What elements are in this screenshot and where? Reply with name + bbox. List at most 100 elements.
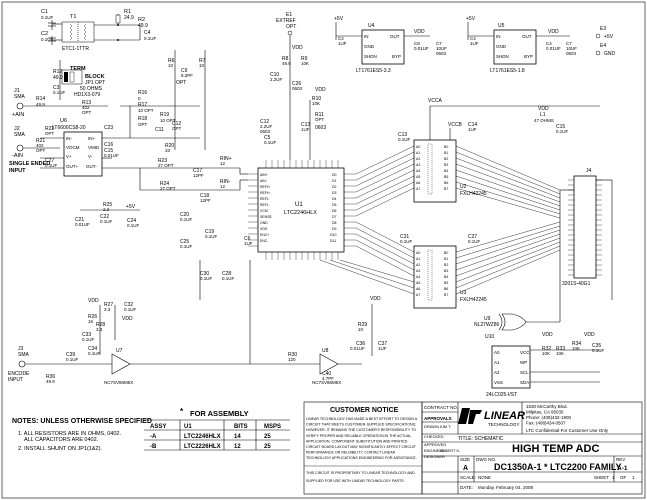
svg-text:R30: R30	[288, 352, 297, 358]
svg-text:C7: C7	[566, 41, 572, 46]
svg-text:R33: R33	[556, 346, 565, 352]
svg-text:VSS: VSS	[494, 380, 503, 385]
svg-text:0.1UF: 0.1UF	[592, 348, 605, 353]
svg-text:C19: C19	[205, 229, 214, 235]
svg-text:0.01UF: 0.01UF	[75, 222, 90, 227]
svg-text:NL27WZ86: NL27WZ86	[474, 322, 500, 328]
svg-text:R20: R20	[165, 143, 174, 149]
svg-text:2.2UF: 2.2UF	[260, 124, 273, 129]
svg-text:C7: C7	[436, 41, 442, 46]
svg-text:SMA: SMA	[14, 132, 26, 138]
svg-text:GND: GND	[260, 221, 268, 225]
svg-text:0.1UF: 0.1UF	[200, 276, 213, 281]
svg-text:0603: 0603	[566, 51, 577, 56]
svg-text:VDD: VDD	[292, 45, 303, 51]
svg-text:NC7SV86M5X: NC7SV86M5X	[104, 380, 133, 385]
svg-text:VDD: VDD	[538, 106, 549, 112]
svg-text:C4: C4	[338, 36, 344, 41]
svg-text:10K: 10K	[312, 101, 320, 106]
svg-text:49.9: 49.9	[46, 379, 55, 384]
svg-text:C39: C39	[66, 352, 75, 358]
svg-text:A0: A0	[416, 145, 420, 149]
svg-text:D4: D4	[332, 197, 337, 201]
confidential-text: LTC Confidential-For Customer Use Only	[526, 428, 609, 433]
svg-text:C33: C33	[82, 332, 91, 338]
svg-text:D11: D11	[330, 239, 336, 243]
svg-text:JP1 OPT: JP1 OPT	[85, 80, 105, 86]
svg-text:12PF: 12PF	[193, 173, 204, 178]
dwg-label: DWG NO.	[476, 457, 496, 462]
svg-text:U10: U10	[485, 334, 494, 340]
svg-text:C34: C34	[88, 346, 97, 352]
svg-text:0.1UF: 0.1UF	[222, 276, 235, 281]
svg-text:0.01UF: 0.01UF	[414, 46, 429, 51]
assembly-header: MSPS	[264, 424, 281, 430]
svg-text:C20: C20	[180, 212, 189, 218]
rev-value: A-1	[617, 465, 628, 472]
svg-text:AIN-: AIN-	[260, 179, 268, 183]
svg-text:ENCODE: ENCODE	[8, 371, 30, 377]
svg-text:SHDN: SHDN	[496, 54, 509, 59]
svg-text:C10: C10	[270, 72, 279, 78]
title-block: CONTRACT NO. APPROVALS DRAWN KIM T. CHEC…	[421, 401, 643, 495]
svg-text:OPT: OPT	[45, 131, 55, 136]
sheet-label: SHEET	[594, 475, 609, 480]
svg-text:C17: C17	[193, 168, 202, 174]
svg-text:0.1UF: 0.1UF	[41, 37, 54, 42]
date-value: Monday, February 04, 2008	[478, 485, 533, 490]
svg-text:LT1761ES5-1.8: LT1761ES5-1.8	[490, 68, 525, 74]
encode-section: VDD R26 1K R27 3.3 C32 0.1UF R28 3.3 C33…	[8, 260, 387, 385]
svg-text:49.9: 49.9	[36, 102, 45, 107]
svg-text:24LC025-I/ST: 24LC025-I/ST	[486, 392, 517, 398]
svg-text:1UF: 1UF	[378, 346, 387, 351]
svg-text:A0: A0	[416, 251, 420, 255]
svg-text:A3: A3	[416, 163, 420, 167]
svg-text:A1: A1	[494, 360, 500, 365]
svg-text:33: 33	[165, 148, 171, 153]
svg-text:B0: B0	[444, 145, 448, 149]
svg-text:10: 10	[199, 63, 205, 68]
svg-text:0.1UF: 0.1UF	[124, 307, 137, 312]
svg-text:+5V: +5V	[604, 34, 614, 40]
cap-value: 0.1UF	[41, 15, 54, 20]
notice-title: CUSTOMER NOTICE	[330, 407, 399, 414]
svg-text:49.9: 49.9	[53, 75, 63, 81]
svg-text:J3: J3	[18, 346, 24, 352]
svg-text:E3: E3	[600, 26, 606, 32]
checked-label: CHECKED	[424, 434, 444, 439]
svg-text:+AIN: +AIN	[12, 112, 24, 118]
svg-text:10K: 10K	[542, 351, 550, 356]
notes-block: NOTES: UNLESS OTHERWISE SPECIFIED 1. ALL…	[12, 418, 152, 452]
svg-text:U5: U5	[498, 23, 505, 29]
svg-text:OPT: OPT	[172, 126, 182, 131]
svg-text:1K: 1K	[88, 319, 94, 324]
u6-amplifier: U6 LT6600CS8-20 IN- VOCM V+ OUT+ IN+ VMI…	[40, 118, 140, 177]
svg-text:IN+: IN+	[88, 136, 96, 141]
svg-text:IN-: IN-	[66, 136, 73, 141]
svg-text:0.01UF: 0.01UF	[350, 346, 365, 351]
date-label: DATE:	[460, 485, 473, 490]
svg-text:B0: B0	[444, 251, 448, 255]
svg-text:4.7PF: 4.7PF	[322, 376, 334, 381]
svg-text:C23: C23	[104, 125, 113, 131]
svg-text:12: 12	[220, 184, 226, 189]
svg-text:C28: C28	[222, 271, 231, 277]
svg-text:D0: D0	[332, 173, 337, 177]
svg-text:0.1UF: 0.1UF	[82, 337, 95, 342]
svg-text:J4: J4	[586, 168, 592, 174]
svg-text:A2: A2	[494, 370, 500, 375]
svg-text:OUT+: OUT+	[66, 164, 78, 169]
svg-text:C15: C15	[104, 148, 113, 154]
svg-text:U8: U8	[322, 348, 329, 354]
svg-text:120: 120	[288, 357, 296, 362]
svg-text:VDD: VDD	[414, 29, 425, 35]
svg-text:B3: B3	[444, 163, 448, 167]
notice-line: PERFORMANCE OR RELIABILITY. CONTACT LINE…	[306, 451, 396, 455]
svg-text:A1: A1	[416, 151, 420, 155]
notes-line1: 1. ALL RESISTORS ARE IN OHMS, 0402.	[18, 431, 121, 437]
svg-text:R23: R23	[158, 158, 167, 164]
approved-label: APPROVED	[424, 442, 446, 447]
svg-text:10K: 10K	[556, 351, 564, 356]
svg-text:+5V: +5V	[126, 204, 136, 210]
